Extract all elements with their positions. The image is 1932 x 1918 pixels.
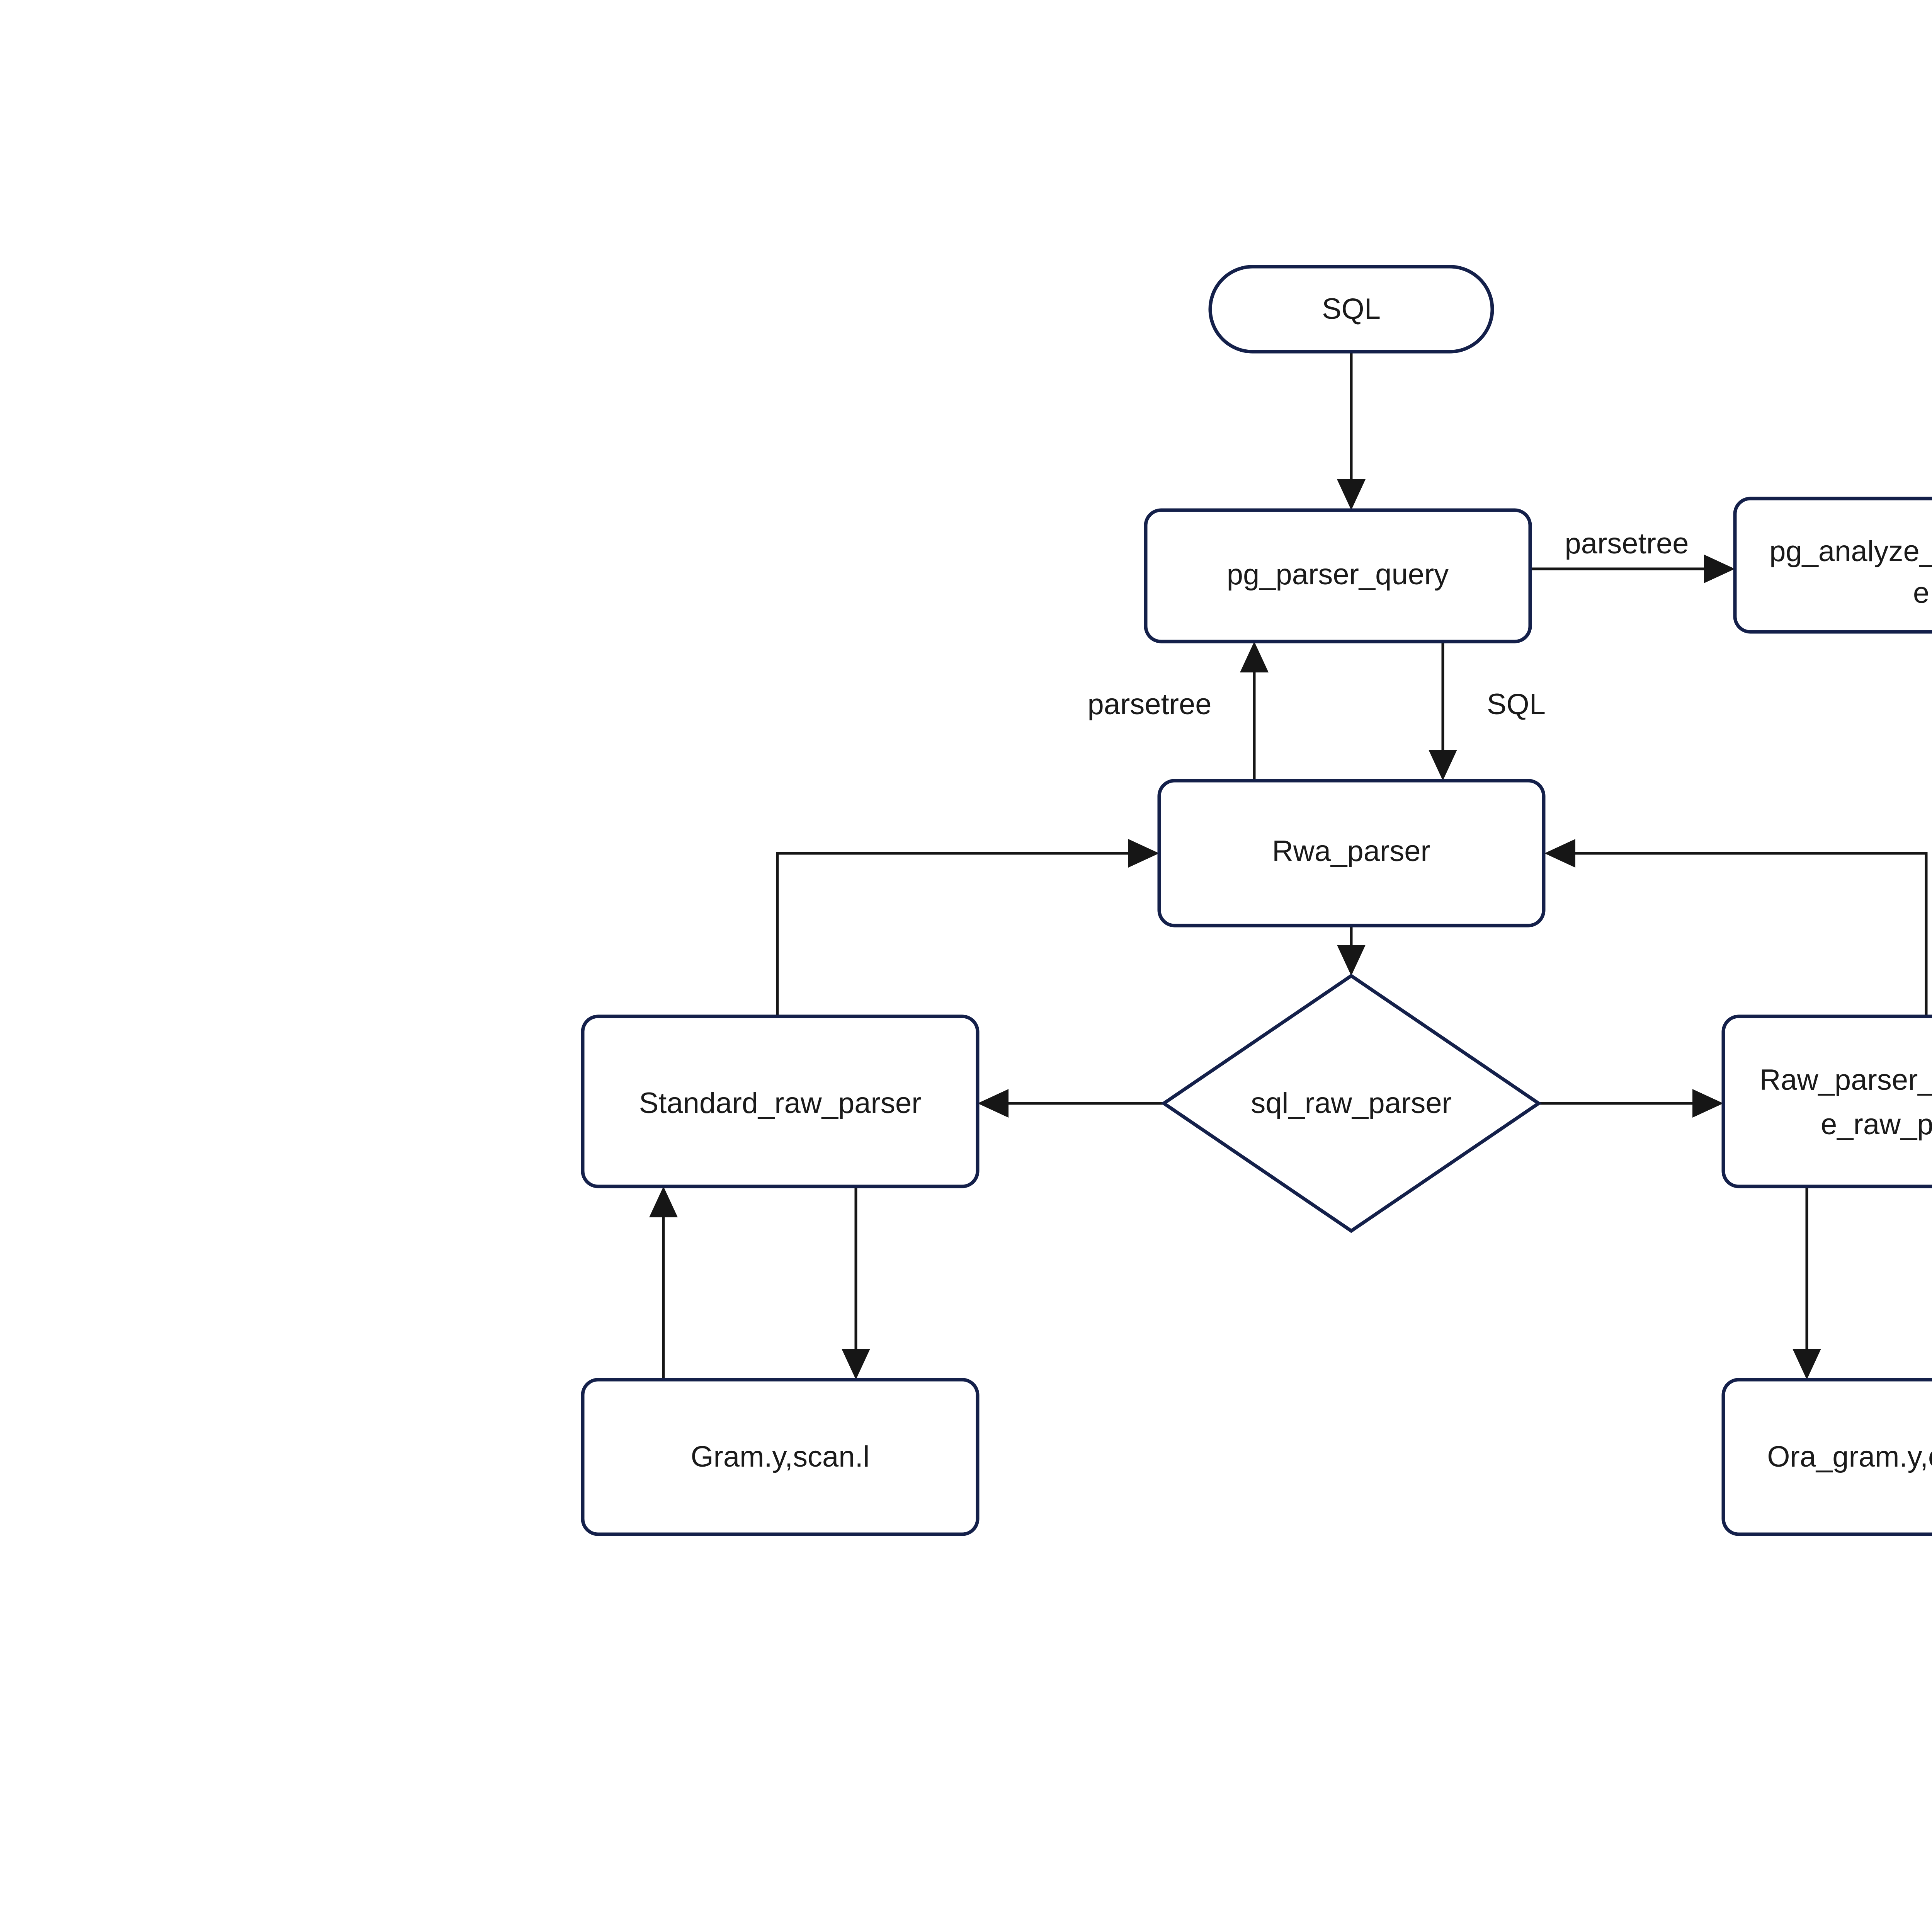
node-label-standard-raw-parser: Standard_raw_parser [639, 1087, 922, 1120]
node-ora-gram-scan[interactable]: Ora_gram.y,ora_scan.l [1721, 1378, 1932, 1536]
edge-sql-to-pg-parser-query [1337, 352, 1366, 510]
node-label-sql: SQL [1322, 293, 1381, 325]
edge-rwa-parser-to-sql-raw-parser [1337, 926, 1366, 976]
node-shape-diamond [1161, 973, 1542, 1233]
edge-line [1558, 852, 1928, 1016]
node-shape-rect [1157, 779, 1546, 928]
edge-raw-parser-hook-to-ora-gram-scan [1793, 1186, 1821, 1380]
edge-pg-parser-query-to-pg-analyze: parsetree [1530, 527, 1735, 583]
node-label-pg-analyze-and-rewrite-line2: e [1913, 577, 1929, 609]
edge-rwa-parser-to-pg-parser-query: parsetree [1087, 642, 1269, 781]
arrow-head-icon [842, 1349, 870, 1380]
edge-label-parsetree-up: parsetree [1087, 688, 1211, 721]
node-shape-rect [1733, 497, 1932, 634]
node-label-ora-gram-scan: Ora_gram.y,ora_scan.l [1767, 1440, 1932, 1473]
node-shape-stadium [1208, 265, 1494, 354]
arrow-head-icon [1337, 479, 1366, 510]
edge-raw-parser-hook-to-rwa-parser [1544, 839, 1928, 1016]
edge-standard-raw-parser-to-rwa-parser [776, 839, 1159, 1016]
arrow-head-icon [1692, 1089, 1723, 1118]
edge-pg-parser-query-to-rwa-parser: SQL [1429, 642, 1546, 781]
node-standard-raw-parser[interactable]: Standard_raw_parser [581, 1014, 980, 1188]
node-label-raw-parser-hook-line2: e_raw_parser) [1821, 1108, 1932, 1141]
node-shape-rect [581, 1014, 980, 1188]
arrow-head-icon [1337, 945, 1366, 976]
node-label-pg-parser-query: pg_parser_query [1227, 558, 1449, 591]
edge-sql-raw-parser-to-standard-raw-parser [978, 1089, 1164, 1118]
node-label-gram-scan: Gram.y,scan.l [690, 1440, 869, 1473]
node-pg-analyze-and-rewrite[interactable]: pg_analyze_and_rewrit e [1733, 497, 1932, 634]
node-shape-rect [1721, 1378, 1932, 1536]
edge-label-sql-down: SQL [1487, 688, 1546, 721]
arrow-head-icon [978, 1089, 1009, 1118]
arrow-head-icon [1793, 1349, 1821, 1380]
arrow-head-icon [649, 1186, 678, 1217]
node-sql-raw-parser[interactable]: sql_raw_parser [1161, 973, 1542, 1233]
node-label-sql-raw-parser: sql_raw_parser [1251, 1087, 1452, 1120]
edge-sql-raw-parser-to-raw-parser-hook [1539, 1089, 1723, 1118]
node-raw-parser-hook[interactable]: Raw_parser_hook(oracl e_raw_parser) [1721, 1014, 1932, 1188]
node-shape-rect [1721, 1014, 1932, 1188]
node-pg-parser-query[interactable]: pg_parser_query [1144, 508, 1532, 643]
node-shape-rect [1144, 508, 1532, 643]
arrow-head-icon [1128, 839, 1159, 868]
edge-line [776, 852, 1146, 1016]
node-label-raw-parser-hook-line1: Raw_parser_hook(oracl [1760, 1064, 1932, 1096]
edge-standard-raw-parser-to-gram-scan [842, 1186, 870, 1380]
node-gram-scan[interactable]: Gram.y,scan.l [581, 1378, 980, 1536]
node-label-rwa-parser: Rwa_parser [1272, 835, 1430, 868]
node-shape-rect [581, 1378, 980, 1536]
edge-label-parsetree-right: parsetree [1565, 527, 1689, 560]
node-rwa-parser[interactable]: Rwa_parser [1157, 779, 1546, 928]
edge-gram-scan-to-standard-raw-parser [649, 1186, 678, 1380]
node-label-pg-analyze-and-rewrite-line1: pg_analyze_and_rewrit [1769, 535, 1932, 568]
arrow-head-icon [1544, 839, 1575, 868]
node-sql[interactable]: SQL [1208, 265, 1494, 354]
arrow-head-icon [1429, 750, 1457, 781]
arrow-head-icon [1704, 555, 1735, 583]
arrow-head-icon [1240, 642, 1269, 672]
